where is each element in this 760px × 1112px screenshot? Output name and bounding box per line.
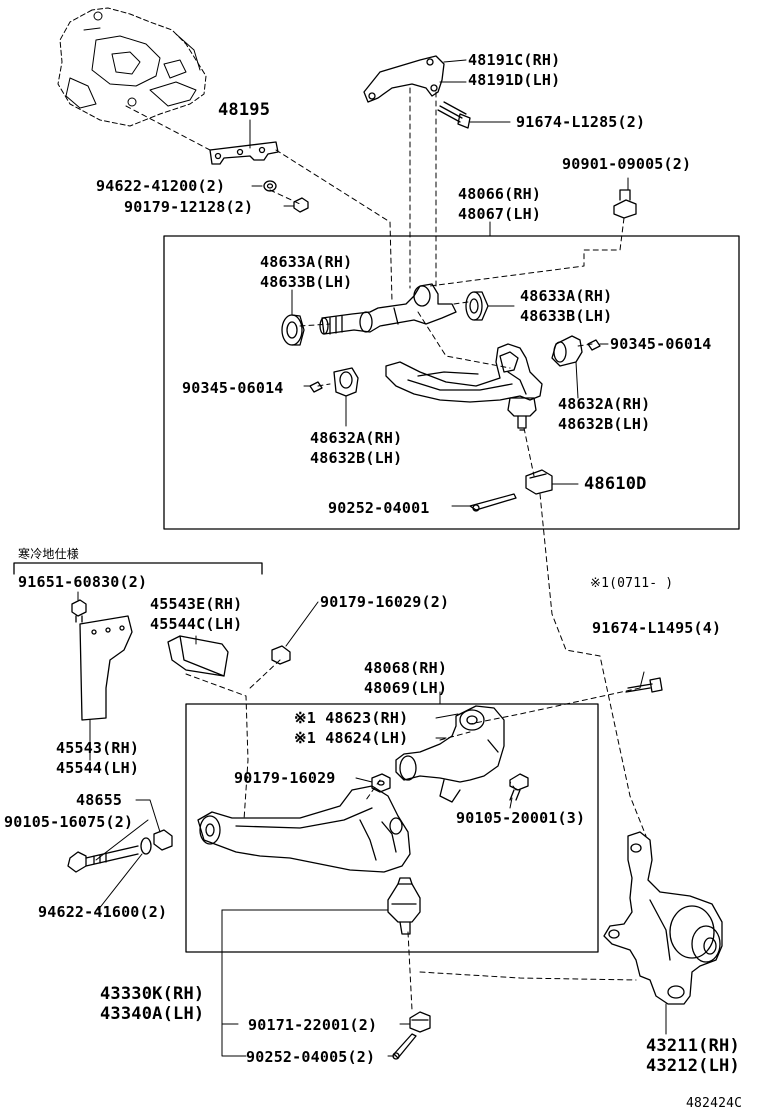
bushing-48632-left-part <box>333 367 359 397</box>
leader-lines <box>77 59 667 1057</box>
label-90179-12128: 90179-12128(2) <box>124 198 254 216</box>
figure-code: 482424C <box>686 1096 743 1111</box>
bushing-48632-right-part <box>551 335 583 367</box>
bolt-90345-06014-right-part <box>587 339 601 351</box>
washer-94622-41600-part <box>140 837 152 855</box>
bolt-91674-L1285-part <box>437 101 471 129</box>
nut-90179-16029-top-part <box>271 645 291 665</box>
label-94622-41600: 94622-41600(2) <box>38 903 168 921</box>
bolt-90105-16075-part <box>67 845 139 873</box>
upper-arm-box <box>163 235 740 530</box>
washer-94622-41200-part <box>263 180 277 192</box>
steering-knuckle-43211-part <box>603 831 723 1005</box>
label-48623: ※1 48623(RH)※1 48624(LH) <box>294 709 409 747</box>
bracket-48195-part <box>209 141 279 165</box>
label-90179-16029-top: 90179-16029(2) <box>320 593 450 611</box>
lower-arm-48068-part <box>197 785 411 873</box>
label-90179-16029: 90179-16029 <box>234 769 336 787</box>
shield-45543-part <box>79 615 133 721</box>
label-48632-right: 48632A(RH)48632B(LH) <box>558 395 651 433</box>
label-48610D: 48610D <box>584 474 647 494</box>
bolt-90345-06014-left-part <box>309 381 323 393</box>
label-48066: 48066(RH)48067(LH) <box>458 185 542 223</box>
label-90105-20001: 90105-20001(3) <box>456 809 586 827</box>
bushing-48633-right-part <box>465 291 489 321</box>
label-45543: 45543(RH)45544(LH) <box>56 739 140 777</box>
bushing-48633-left-part <box>281 314 305 346</box>
cotter-pin-90252-04001-part <box>469 493 517 512</box>
upper-ball-joint-part <box>507 397 537 431</box>
bolt-91651-60830-part <box>71 599 87 623</box>
bolt-90105-20001-part <box>509 773 529 801</box>
label-48195: 48195 <box>218 100 271 120</box>
label-90901-09005: 90901-09005(2) <box>562 155 692 173</box>
nut-90179-12128-part <box>293 197 309 213</box>
bracket-48623-part <box>395 705 505 803</box>
upper-arm-48066-part <box>385 343 543 403</box>
bolt-90901-09005-part <box>613 189 637 219</box>
lower-ball-joint-43330K-part <box>387 877 421 935</box>
label-45543E: 45543E(RH)45544C(LH) <box>150 595 243 633</box>
label-48655: 48655 <box>76 791 123 809</box>
label-48633-left: 48633A(RH)48633B(LH) <box>260 253 353 291</box>
label-43330K: 43330K(RH)43340A(LH) <box>100 984 205 1024</box>
label-90171-22001: 90171-22001(2) <box>248 1016 378 1034</box>
label-91674-L1495: 91674-L1495(4) <box>592 619 722 637</box>
label-94622-41200: 94622-41200(2) <box>96 177 226 195</box>
label-90345-right: 90345-06014 <box>610 335 712 353</box>
cover-45543E-part <box>167 635 229 677</box>
lower-arm-box <box>185 703 599 953</box>
label-cold-spec: 寒冷地仕様 <box>18 547 80 561</box>
frame-body-illustration <box>57 7 207 127</box>
label-43211: 43211(RH)43212(LH) <box>646 1036 740 1076</box>
adjusting-rod-part <box>319 283 457 335</box>
cotter-pin-90252-04005-part <box>392 1033 417 1060</box>
label-48068: 48068(RH)48069(LH) <box>364 659 448 697</box>
cold-spec-bracket <box>13 562 263 575</box>
bracket-48191-part <box>363 55 445 103</box>
label-91674-L1285: 91674-L1285(2) <box>516 113 646 131</box>
label-91651-60830: 91651-60830(2) <box>18 573 148 591</box>
nut-90179-16029-part <box>371 773 391 793</box>
label-90252-04005: 90252-04005(2) <box>246 1048 376 1066</box>
label-90345-left: 90345-06014 <box>182 379 284 397</box>
label-90105-16075: 90105-16075(2) <box>4 813 134 831</box>
label-note-0711: ※1(0711- ) <box>590 576 674 591</box>
nut-90171-22001-part <box>409 1011 431 1033</box>
nut-48610D-part <box>525 469 553 495</box>
label-90252-04001: 90252-04001 <box>328 499 430 517</box>
label-48191: 48191C(RH)48191D(LH) <box>468 51 561 89</box>
nut-48655-part <box>153 829 173 851</box>
label-48632-left: 48632A(RH)48632B(LH) <box>310 429 403 467</box>
label-48633-right: 48633A(RH)48633B(LH) <box>520 287 613 325</box>
